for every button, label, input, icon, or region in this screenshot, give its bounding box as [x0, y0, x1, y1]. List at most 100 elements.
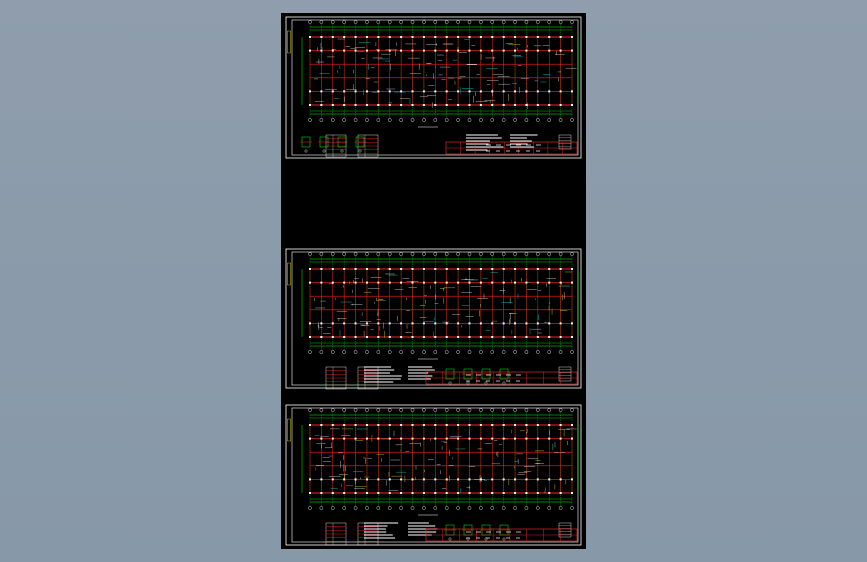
axis-bubble: [376, 252, 381, 256]
column-marker: [514, 336, 517, 338]
axis-bubble: [342, 408, 346, 412]
column-marker: [514, 478, 517, 481]
column-marker: [445, 36, 448, 38]
axis-bubble: [342, 20, 346, 24]
column-marker: [422, 437, 425, 440]
column-marker: [571, 478, 573, 481]
column-marker: [548, 281, 551, 284]
column-marker: [365, 492, 368, 494]
column-marker: [525, 478, 528, 481]
column-marker: [411, 424, 414, 426]
axis-bubble: [353, 350, 358, 354]
column-marker: [365, 36, 368, 38]
axis-bubble: [570, 252, 574, 256]
column-marker: [434, 336, 437, 338]
column-marker: [331, 478, 334, 481]
axis-bubble: [501, 408, 506, 412]
column-marker: [525, 336, 528, 338]
axis-bubble: [387, 506, 392, 510]
column-marker: [525, 268, 528, 270]
column-marker: [388, 36, 391, 38]
axis-bubble: [558, 20, 563, 24]
title-block: [445, 141, 578, 155]
legend-box: [558, 366, 572, 382]
section-detail: [462, 368, 474, 385]
column-marker: [377, 281, 380, 284]
axis-bubble: [501, 350, 506, 354]
column-marker: [354, 492, 357, 494]
axis-bubble: [330, 350, 335, 354]
axis-bubble: [558, 252, 563, 256]
sheet-border: [285, 16, 582, 159]
column-marker: [548, 437, 551, 440]
column-marker: [411, 268, 414, 270]
axis-bubble: [399, 506, 403, 510]
detail-bubble: [340, 149, 344, 153]
column-marker: [468, 90, 471, 93]
column-marker: [559, 281, 562, 284]
column-marker: [377, 90, 380, 93]
column-marker: [514, 104, 517, 106]
axis-bubble: [330, 506, 335, 510]
axis-bubble: [524, 408, 529, 412]
column-marker: [309, 281, 311, 284]
column-marker: [548, 492, 551, 494]
column-marker: [377, 268, 380, 270]
column-marker: [331, 322, 334, 325]
axis-bubble: [308, 506, 312, 510]
column-marker: [434, 424, 437, 426]
column-marker: [400, 322, 403, 325]
axis-bubble: [399, 20, 403, 24]
axis-bubble: [444, 506, 449, 510]
column-marker: [388, 336, 391, 338]
section-detail: [318, 136, 330, 153]
axis-bubble: [433, 20, 438, 24]
column-marker: [365, 49, 368, 52]
column-marker: [468, 322, 471, 325]
column-marker: [343, 478, 346, 481]
column-marker: [354, 90, 357, 93]
column-marker: [559, 478, 562, 481]
column-marker: [377, 36, 380, 38]
axis-bubble: [353, 408, 358, 412]
column-marker: [502, 437, 505, 440]
rebar-table: [357, 134, 379, 158]
axis-bubble: [467, 506, 472, 510]
column-marker: [479, 492, 482, 494]
axis-bubble: [444, 408, 449, 412]
column-marker: [320, 104, 323, 106]
axis-bubble: [547, 118, 552, 122]
column-marker: [422, 336, 425, 338]
column-marker: [400, 336, 403, 338]
axis-bubble: [365, 408, 369, 412]
column-marker: [457, 478, 460, 481]
sheet-inner-border: [291, 407, 579, 543]
axis-bubble: [433, 350, 438, 354]
axis-bubble: [444, 252, 449, 256]
axis-bubble: [524, 506, 529, 510]
column-marker: [411, 437, 414, 440]
column-marker: [457, 492, 460, 494]
column-marker: [559, 336, 562, 338]
column-marker: [502, 49, 505, 52]
column-marker: [343, 268, 346, 270]
axis-bubble: [490, 408, 495, 412]
axis-bubble: [319, 118, 324, 122]
axis-bubble: [365, 118, 369, 122]
floor-plan: [301, 20, 579, 128]
column-marker: [559, 104, 562, 106]
axis-bubble: [376, 350, 381, 354]
column-marker: [479, 90, 482, 93]
axis-bubble: [558, 118, 563, 122]
axis-bubble: [524, 118, 529, 122]
column-marker: [331, 424, 334, 426]
axis-bubble: [422, 408, 426, 412]
column-marker: [548, 424, 551, 426]
detail-area: [300, 134, 572, 158]
column-marker: [309, 104, 311, 106]
axis-bubble: [422, 252, 426, 256]
axis-bubble: [376, 506, 381, 510]
column-marker: [514, 90, 517, 93]
axis-bubble: [558, 506, 563, 510]
